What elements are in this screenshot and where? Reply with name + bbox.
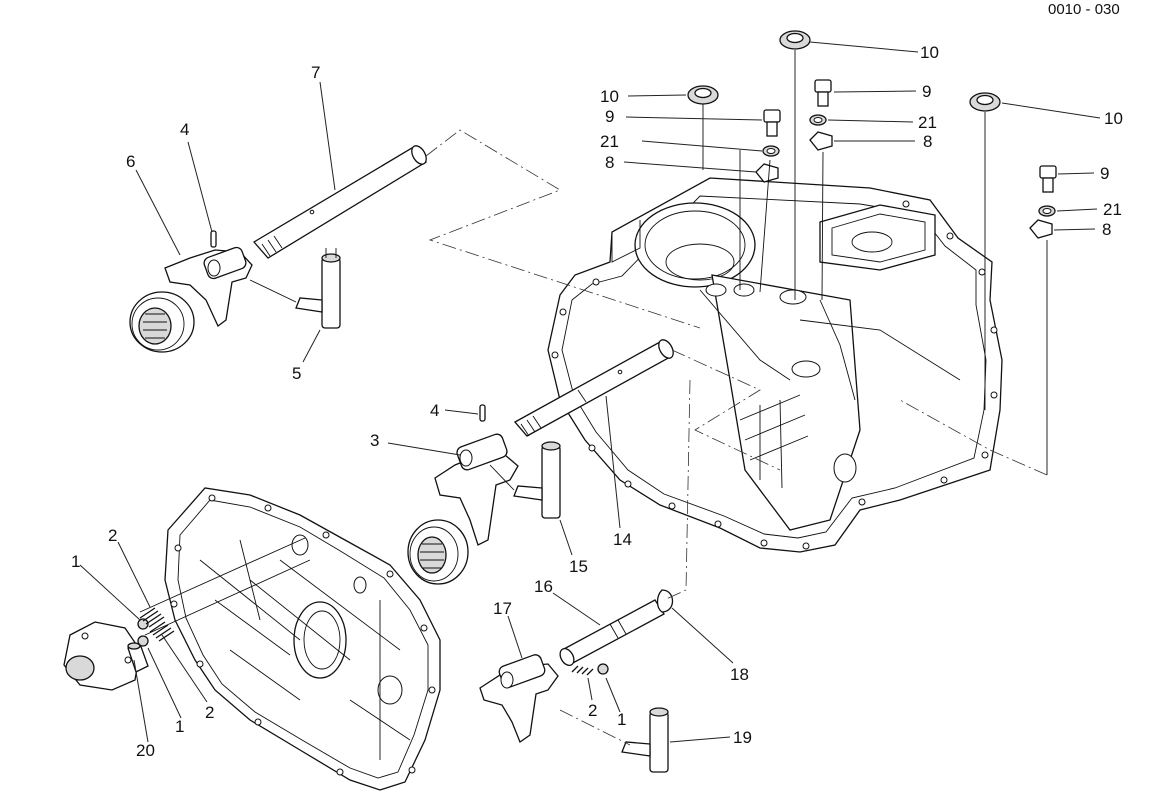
synchronizer-sleeve-upper [129, 291, 195, 353]
detent-spring [571, 665, 594, 676]
callout-6: 6 [126, 152, 135, 171]
callout-labels: 4 7 6 5 4 3 14 15 16 17 18 19 2 1 20 1 2… [71, 43, 1123, 760]
callout-18: 18 [730, 665, 749, 684]
sleeve-part-20 [127, 642, 149, 673]
callout-2-right: 2 [588, 701, 597, 720]
detent-cover-plate [63, 621, 141, 691]
callout-5: 5 [292, 364, 301, 383]
shift-rail-7 [252, 145, 428, 259]
plug-bolt-9-a [814, 79, 832, 107]
callout-10-right: 10 [1104, 109, 1123, 128]
oil-seal-10-a [779, 30, 811, 50]
leader-lines [79, 41, 1101, 743]
callout-4-lower: 4 [430, 401, 439, 420]
callout-15: 15 [569, 557, 588, 576]
detent-spring [139, 607, 165, 628]
callout-10-top: 10 [920, 43, 939, 62]
detent-ball [597, 663, 609, 675]
plug-bolt-9-c [1039, 165, 1057, 193]
callout-9-mid: 9 [922, 82, 931, 101]
shift-lever-19 [621, 707, 669, 773]
callout-4-upper: 4 [180, 120, 189, 139]
oil-seal-10-c [969, 92, 1001, 112]
callout-1-left: 1 [71, 552, 80, 571]
end-cover-housing [164, 487, 441, 791]
callout-16: 16 [534, 577, 553, 596]
shift-rail-16 [559, 599, 665, 667]
plug-bolt-9-b [763, 109, 781, 137]
callout-21-mid: 21 [918, 113, 937, 132]
detent-ball [137, 635, 149, 647]
lock-plate-8-c [1029, 219, 1053, 239]
detent-spring [149, 621, 175, 642]
callout-1-right: 1 [617, 710, 626, 729]
callout-9-right: 9 [1100, 164, 1109, 183]
shift-fork-3 [434, 433, 519, 546]
callout-8-mid: 8 [923, 132, 932, 151]
callout-8-left: 8 [605, 153, 614, 172]
assembly-centerlines [425, 129, 1048, 746]
detent-ball [137, 618, 149, 630]
shift-lever-15 [513, 441, 561, 519]
oil-seal-10-b [687, 85, 719, 105]
callout-21-left: 21 [600, 132, 619, 151]
callout-21-right: 21 [1103, 200, 1122, 219]
transmission-case [547, 177, 1003, 553]
shift-rail-14 [513, 339, 674, 437]
synchronizer-sleeve-lower [407, 519, 469, 585]
roll-pin-4-upper [210, 230, 217, 248]
callout-9-left: 9 [605, 107, 614, 126]
shift-fork-6 [164, 246, 253, 328]
lock-plate-8-b [755, 163, 779, 183]
figure-code: 0010 - 030 [1048, 1, 1120, 18]
callout-14: 14 [613, 530, 632, 549]
callout-2-bottom: 2 [205, 703, 214, 722]
callout-8-right: 8 [1102, 220, 1111, 239]
callout-2-left: 2 [108, 526, 117, 545]
callout-10-left: 10 [600, 87, 619, 106]
callout-17: 17 [493, 599, 512, 618]
lock-plate-8-a [809, 131, 833, 151]
callout-1-bottom: 1 [175, 717, 184, 736]
roll-pin-4-lower [479, 404, 486, 422]
callout-20: 20 [136, 741, 155, 760]
callout-3: 3 [370, 431, 379, 450]
shift-lever-5 [295, 248, 341, 329]
snap-ring-18 [656, 589, 674, 613]
callout-7: 7 [311, 63, 320, 82]
callout-19: 19 [733, 728, 752, 747]
shift-fork-17 [479, 654, 559, 744]
